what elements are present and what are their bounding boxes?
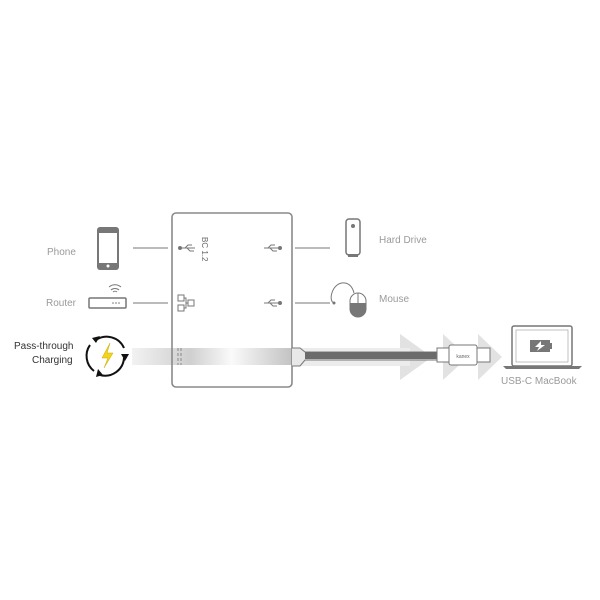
- charging-band: [132, 348, 298, 365]
- usb-c-connector: kanex: [436, 344, 491, 366]
- macbook-icon: [503, 325, 582, 369]
- hard-drive-icon: [345, 218, 361, 257]
- phone-label: Phone: [47, 247, 76, 258]
- mouse-label: Mouse: [379, 294, 410, 305]
- ethernet-icon: [177, 294, 195, 312]
- pass-through-charging-icon: [85, 335, 129, 377]
- phone-icon: [97, 227, 119, 270]
- usb-icon: [178, 244, 195, 252]
- usb-icon: [264, 299, 282, 307]
- battery-charging-icon: [535, 341, 545, 351]
- router-label: Router: [46, 298, 77, 309]
- charging-label: Charging: [32, 355, 73, 366]
- mouse-icon: [330, 282, 367, 318]
- pass-through-label: Pass-through: [14, 341, 74, 352]
- hard-drive-label: Hard Drive: [379, 235, 427, 246]
- macbook-label: USB-C MacBook: [501, 376, 577, 387]
- router-icon: [88, 284, 127, 309]
- usb-icon: [264, 244, 282, 252]
- bc-label: BC 1.2: [200, 237, 209, 262]
- brand-logo: kanex: [456, 354, 470, 360]
- hub-body: [171, 212, 293, 388]
